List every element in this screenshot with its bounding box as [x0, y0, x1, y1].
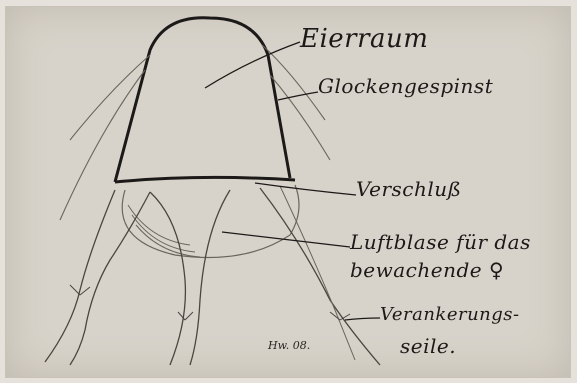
label-glockengespinst: Glockengespinst	[318, 74, 493, 98]
air-bubble-outline	[122, 185, 299, 258]
label-luftblase-line1: Luftblase für das	[350, 230, 531, 254]
leader-eierraum	[205, 42, 300, 88]
bell-silk-left	[60, 55, 150, 220]
anchor-rope-mid-right	[190, 190, 230, 365]
leader-luftblase	[222, 232, 350, 247]
bell-silk-right	[262, 45, 330, 160]
egg-chamber-outline	[115, 18, 290, 182]
anchor-rope-left-outer	[45, 190, 115, 362]
label-luftblase-line2: bewachende ♀	[350, 258, 504, 282]
leader-verschluss	[255, 183, 356, 195]
anchor-rope-right-2	[280, 186, 355, 360]
leader-verankerung	[345, 318, 380, 320]
closure-line	[115, 177, 295, 182]
artist-signature: Hw. 08.	[268, 339, 310, 352]
label-verschluss: Verschluß	[356, 177, 462, 201]
label-eierraum: Eierraum	[300, 24, 428, 54]
rope-forks	[70, 285, 350, 320]
label-verankerungs-line2: seile.	[400, 334, 456, 358]
anchor-rope-mid-left	[150, 192, 185, 365]
label-verankerungs-line1: Verankerungs-	[380, 304, 520, 325]
leader-glockengespinst	[278, 92, 318, 100]
